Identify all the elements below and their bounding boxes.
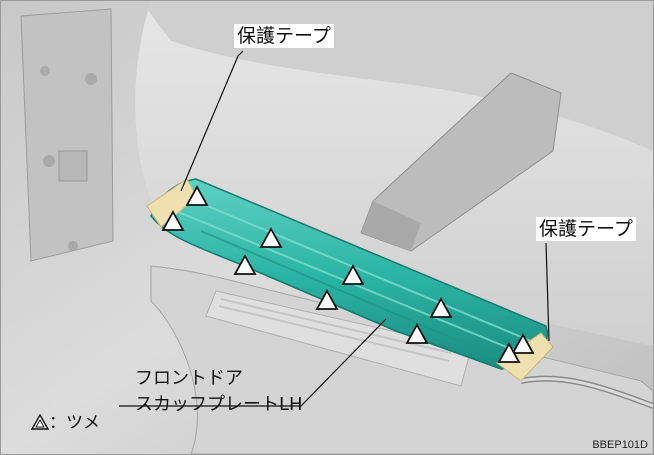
part-label-line1: フロントドア	[135, 368, 243, 389]
leader-line-left-tape	[180, 50, 244, 192]
claw-icon	[161, 210, 185, 231]
legend: ：ツメ	[31, 412, 100, 434]
callout-protect-tape-right: 保護テープ	[536, 217, 636, 241]
leader-line-scuff-plate	[119, 318, 387, 407]
claw-icon	[185, 185, 209, 206]
claw-icon	[429, 297, 453, 318]
part-label-line2: スカッフプレートLH	[135, 394, 303, 415]
claw-legend-icon	[31, 414, 49, 430]
claw-icon	[315, 289, 339, 310]
claw-icon	[233, 254, 257, 275]
bolt-hole	[68, 241, 78, 251]
callout-protect-tape-left: 保護テープ	[234, 24, 334, 48]
bolt-hole	[43, 155, 55, 167]
claw-icon	[497, 342, 521, 363]
claw-markers	[161, 185, 535, 363]
bracket	[58, 150, 88, 182]
bolt-hole	[85, 73, 97, 85]
leader-line-right-tape	[545, 242, 550, 342]
claw-icon	[511, 333, 535, 354]
pillar-panel	[20, 8, 114, 262]
seat-bracket-side	[361, 201, 421, 251]
legend-text: ：ツメ	[49, 413, 100, 433]
figure-code: BBEP101D	[592, 439, 648, 451]
leader-lines	[119, 50, 550, 407]
bolt-hole	[40, 66, 50, 76]
step-plate	[205, 290, 472, 387]
claw-icon	[341, 264, 365, 285]
claw-icon	[405, 323, 429, 344]
claw-icon	[259, 227, 283, 248]
